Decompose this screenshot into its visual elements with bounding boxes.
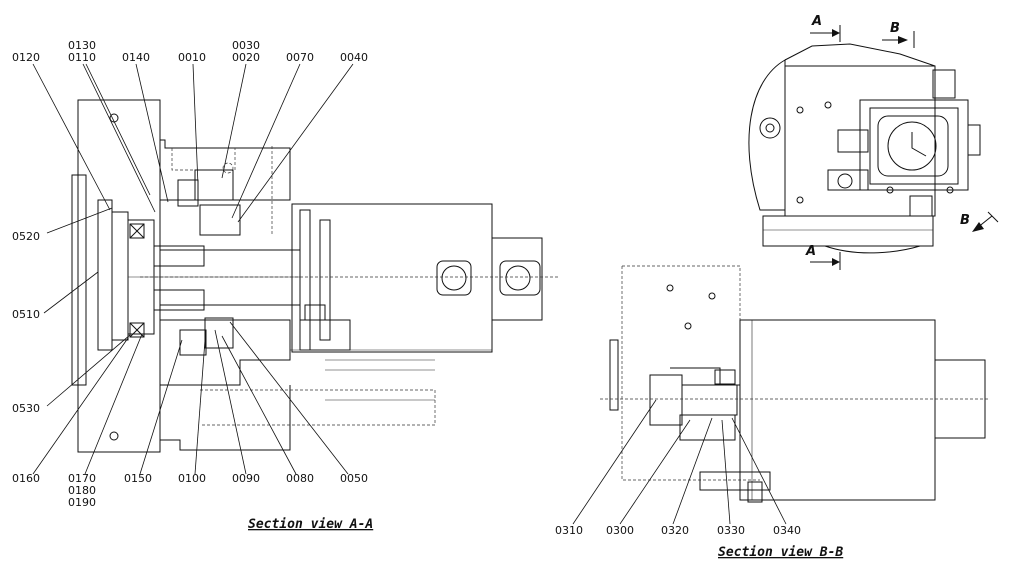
label-0520: 0520 — [12, 230, 40, 243]
label-0010: 0010 — [178, 51, 206, 64]
flange-plate — [71, 99, 300, 453]
part-labels-aa: 0130 0110 0120 0140 0010 0030 0020 0070 … — [12, 39, 373, 532]
label-0050: 0050 — [340, 472, 368, 485]
label-0150: 0150 — [124, 472, 152, 485]
label-0040: 0040 — [340, 51, 368, 64]
label-0120: 0120 — [12, 51, 40, 64]
top-view — [748, 43, 981, 254]
label-0110: 0110 — [68, 51, 96, 64]
label-0020: 0020 — [232, 51, 260, 64]
label-0330: 0330 — [717, 524, 745, 537]
label-0080: 0080 — [286, 472, 314, 485]
label-0100: 0100 — [178, 472, 206, 485]
label-0030: 0030 — [232, 39, 260, 52]
leader-lines-aa — [32, 63, 354, 475]
label-0160: 0160 — [12, 472, 40, 485]
marker-a-top: A — [811, 14, 822, 29]
label-0170: 0170 — [68, 472, 96, 485]
marker-b-side: B — [960, 213, 970, 228]
section-markers: A B B A — [805, 14, 999, 270]
caption-section-aa: Section view A-A — [248, 517, 373, 532]
label-0530: 0530 — [12, 402, 40, 415]
label-0090: 0090 — [232, 472, 260, 485]
label-0510: 0510 — [12, 308, 40, 321]
label-0300: 0300 — [606, 524, 634, 537]
marker-a-bottom: A — [805, 244, 816, 259]
part-labels-bb: 0310 0300 0320 0330 0340 Section view B-… — [555, 524, 843, 560]
marker-b-top: B — [890, 21, 900, 36]
caption-section-bb: Section view B-B — [718, 545, 843, 560]
housing — [153, 139, 436, 451]
label-0070: 0070 — [286, 51, 314, 64]
label-0310: 0310 — [555, 524, 583, 537]
leader-lines-bb — [572, 399, 787, 525]
section-view-bb — [600, 265, 990, 503]
label-0180: 0180 — [68, 484, 96, 497]
label-0340: 0340 — [773, 524, 801, 537]
label-0320: 0320 — [661, 524, 689, 537]
motor-body — [290, 203, 543, 353]
label-0130: 0130 — [68, 39, 96, 52]
label-0190: 0190 — [68, 496, 96, 509]
label-0140: 0140 — [122, 51, 150, 64]
section-view-aa — [71, 99, 560, 453]
